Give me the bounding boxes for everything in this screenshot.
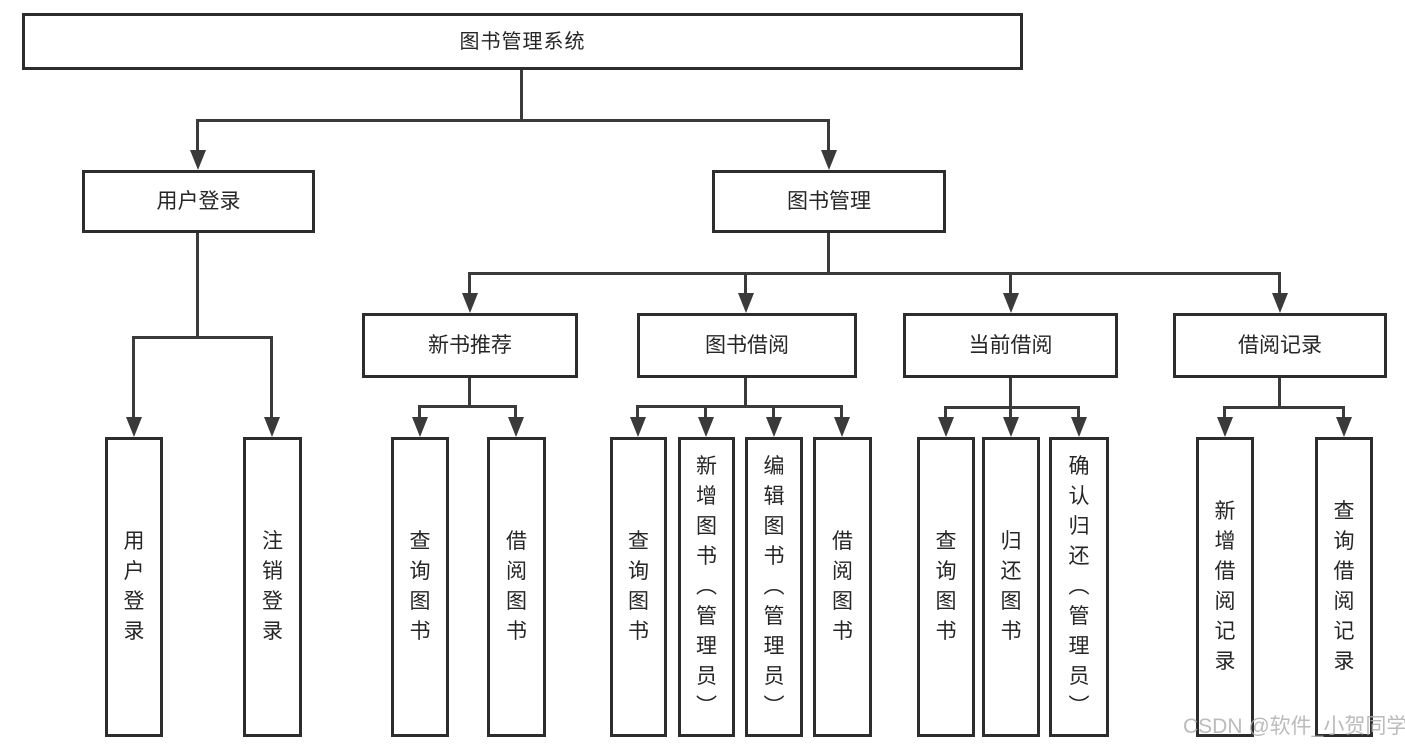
arrow-down-icon (462, 293, 478, 313)
connector-book-mgmt-trunk (827, 233, 830, 273)
node-new-book-recommend: 新书推荐 (362, 313, 578, 378)
leaf-label: 新增借阅记录 (1214, 500, 1236, 673)
connector-branch (419, 405, 517, 408)
connector-trunk (1009, 378, 1012, 407)
arrow-down-icon (264, 417, 280, 437)
connector-book-mgmt-branch (469, 272, 1281, 275)
arrow-down-icon (1217, 417, 1233, 437)
connector-stem (1009, 406, 1012, 419)
connector-stem (772, 405, 775, 419)
connector-branch (637, 405, 843, 408)
arrow-down-icon (1003, 293, 1019, 313)
connector-stem (1009, 272, 1012, 295)
leaf-label: 用户登录 (123, 530, 145, 643)
node-label: 图书管理系统 (459, 30, 586, 53)
leaf-user-login: 用户登录 (105, 437, 163, 737)
arrow-down-icon (190, 150, 206, 170)
arrow-down-icon (630, 417, 646, 437)
connector-branch (945, 406, 1080, 409)
leaf-borrow-books-1: 借阅图书 (487, 437, 546, 737)
arrow-down-icon (766, 417, 782, 437)
arrow-down-icon (698, 417, 714, 437)
node-label: 用户登录 (156, 189, 241, 213)
leaf-label: 确认归还︵管理员︶ (1068, 455, 1090, 718)
node-label: 借阅记录 (1238, 333, 1322, 357)
connector-stem (468, 272, 471, 295)
leaf-edit-book-admin: 编辑图书︵管理员︶ (745, 437, 803, 737)
connector-stem (944, 406, 947, 419)
node-label: 新书推荐 (428, 333, 512, 357)
connector-trunk (468, 378, 471, 406)
leaf-label: 借阅图书 (832, 530, 853, 643)
connector-stem (840, 405, 843, 419)
leaf-label: 查询图书 (628, 530, 649, 643)
leaf-logout: 注销登录 (243, 437, 302, 737)
connector-stem (418, 405, 421, 419)
node-borrowing-records: 借阅记录 (1173, 313, 1387, 378)
connector-stem (514, 405, 517, 419)
csdn-watermark: CSDN @软件_小贺同学 (1183, 715, 1405, 738)
connector-stem (636, 405, 639, 419)
arrow-down-icon (938, 417, 954, 437)
arrow-down-icon (508, 417, 524, 437)
arrow-down-icon (821, 150, 837, 170)
node-label: 当前借阅 (968, 333, 1053, 357)
leaf-label: 编辑图书︵管理员︶ (763, 455, 785, 718)
node-library-management-system: 图书管理系统 (22, 13, 1023, 70)
leaf-label: 归还图书 (1000, 530, 1022, 643)
connector-stem (1077, 406, 1080, 419)
arrow-down-icon (1272, 293, 1288, 313)
node-current-borrowing: 当前借阅 (903, 313, 1118, 378)
leaf-add-borrow-record: 新增借阅记录 (1196, 437, 1254, 737)
arrow-down-icon (834, 417, 850, 437)
node-label: 图书借阅 (705, 333, 789, 357)
leaf-label: 查询图书 (935, 530, 957, 643)
arrow-down-icon (412, 417, 428, 437)
connector-stem (1223, 406, 1226, 419)
connector-root-branch (197, 119, 830, 122)
node-label: 图书管理 (787, 189, 871, 213)
arrow-down-icon (1071, 417, 1087, 437)
node-book-management: 图书管理 (712, 170, 946, 233)
connector-stem (270, 336, 273, 419)
connector-stem (1342, 406, 1345, 419)
connector-branch (1224, 406, 1345, 409)
leaf-label: 查询借阅记录 (1333, 500, 1355, 673)
connector-trunk (744, 378, 747, 406)
leaf-return-book: 归还图书 (982, 437, 1040, 737)
connector-root-trunk (520, 70, 523, 120)
arrow-down-icon (126, 417, 142, 437)
leaf-label: 新增图书︵管理员︶ (696, 455, 717, 718)
leaf-confirm-return-admin: 确认归还︵管理员︶ (1049, 437, 1109, 737)
connector-stem (704, 405, 707, 419)
arrow-down-icon (738, 293, 754, 313)
connector-stem (196, 119, 199, 152)
leaf-query-books-3: 查询图书 (917, 437, 975, 737)
connector-stem (827, 119, 830, 152)
arrow-down-icon (1336, 417, 1352, 437)
leaf-add-book-admin: 新增图书︵管理员︶ (678, 437, 735, 737)
arrow-down-icon (1003, 417, 1019, 437)
leaf-query-borrow-record: 查询借阅记录 (1315, 437, 1373, 737)
connector-stem (1278, 272, 1281, 295)
leaf-label: 借阅图书 (506, 530, 527, 643)
node-user-login: 用户登录 (82, 170, 315, 233)
leaf-borrow-books-2: 借阅图书 (813, 437, 872, 737)
connector-user-login-branch (133, 336, 273, 339)
connector-stem (132, 336, 135, 419)
leaf-query-books-2: 查询图书 (610, 437, 667, 737)
connector-trunk (1278, 378, 1281, 407)
leaf-query-books-1: 查询图书 (391, 437, 449, 737)
leaf-label: 注销登录 (262, 530, 283, 643)
leaf-label: 查询图书 (409, 530, 431, 643)
connector-user-login-trunk (196, 233, 199, 337)
connector-stem (744, 272, 747, 295)
node-book-borrowing: 图书借阅 (637, 313, 857, 378)
